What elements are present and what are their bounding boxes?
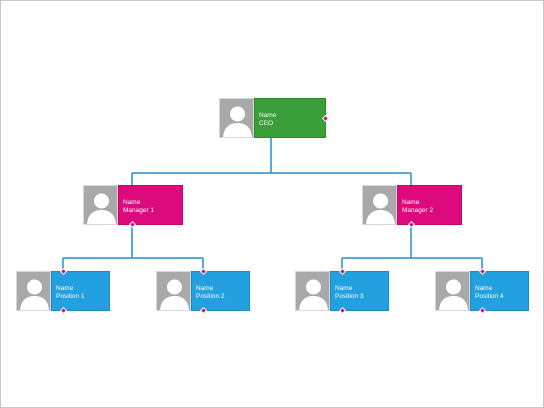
node-name: Name bbox=[402, 199, 420, 206]
person-silhouette-icon bbox=[16, 271, 51, 311]
node-manager2[interactable]: Name Manager 2 bbox=[362, 185, 462, 229]
node-position4[interactable]: Name Position 4 bbox=[435, 267, 529, 315]
node-name: Name bbox=[335, 285, 353, 292]
node-position2[interactable]: Name Position 2 bbox=[156, 267, 250, 315]
node-manager1[interactable]: Name Manager 1 bbox=[83, 185, 183, 229]
node-title: Position 2 bbox=[196, 293, 225, 300]
node-name: Name bbox=[123, 199, 141, 206]
node-title: Position 3 bbox=[335, 293, 364, 300]
node-name: Name bbox=[196, 285, 214, 292]
node-title: CEO bbox=[259, 120, 274, 127]
node-card: Name Position 4 bbox=[470, 267, 529, 315]
node-card: Name CEO bbox=[254, 98, 330, 138]
node-card: Name Manager 1 bbox=[118, 185, 183, 229]
node-title: Position 1 bbox=[56, 293, 85, 300]
node-card: Name Position 3 bbox=[330, 267, 389, 315]
node-position1[interactable]: Name Position 1 bbox=[16, 267, 110, 315]
person-silhouette-icon bbox=[435, 271, 470, 311]
node-ceo[interactable]: Name CEO bbox=[219, 98, 330, 138]
node-card: Name Position 1 bbox=[51, 267, 110, 315]
person-silhouette-icon bbox=[362, 185, 397, 225]
node-name: Name bbox=[56, 285, 74, 292]
node-title: Manager 1 bbox=[123, 207, 155, 214]
node-title: Position 4 bbox=[475, 293, 504, 300]
person-silhouette-icon bbox=[295, 271, 330, 311]
node-title: Manager 2 bbox=[402, 207, 434, 214]
person-silhouette-icon bbox=[83, 185, 118, 225]
node-position3[interactable]: Name Position 3 bbox=[295, 267, 389, 315]
person-silhouette-icon bbox=[219, 98, 254, 138]
node-name: Name bbox=[259, 112, 277, 119]
node-card: Name Position 2 bbox=[191, 267, 250, 315]
node-name: Name bbox=[475, 285, 493, 292]
person-silhouette-icon bbox=[156, 271, 191, 311]
node-card: Name Manager 2 bbox=[397, 185, 462, 229]
